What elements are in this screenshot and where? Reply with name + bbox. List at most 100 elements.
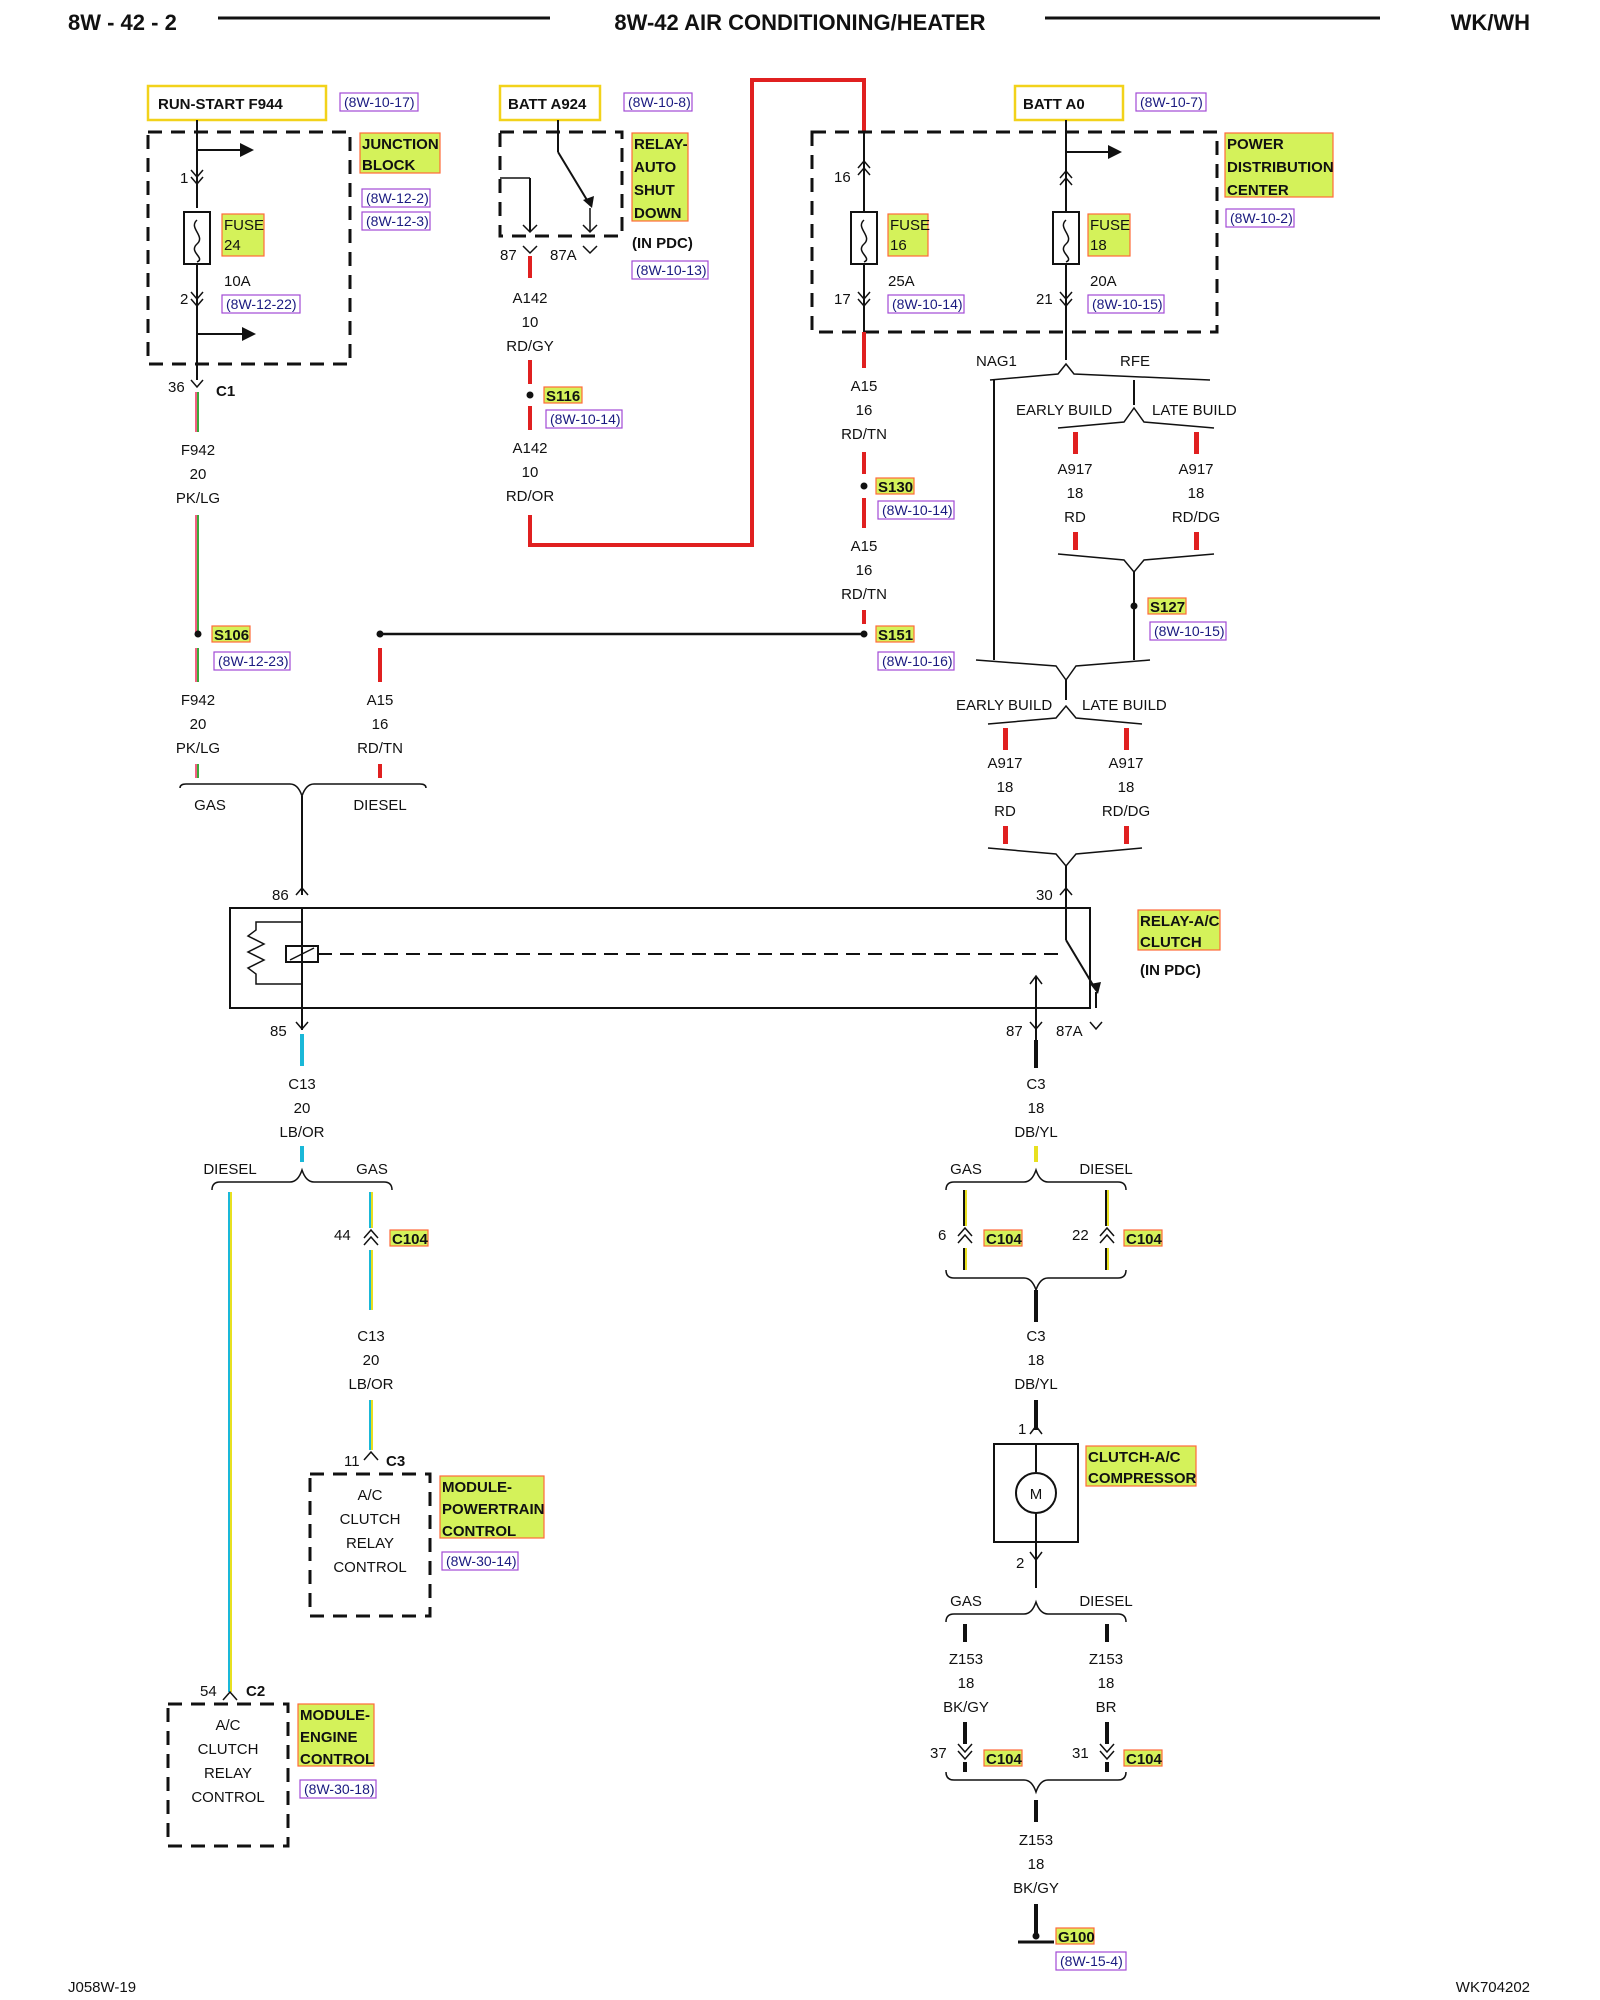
c3-b-color: DB/YL bbox=[1014, 1376, 1057, 1393]
gnd-diesel-label: DIESEL bbox=[1079, 1593, 1132, 1610]
fuse-16-body bbox=[850, 211, 878, 265]
asd-title1: RELAY- bbox=[634, 136, 688, 153]
c3-wire-mid bbox=[1034, 1290, 1038, 1322]
fuse-16-rating: 25A bbox=[888, 273, 915, 290]
pdc-ref: (8W-10-2) bbox=[1230, 210, 1293, 226]
a142-wire-upper bbox=[528, 360, 532, 384]
z153-gnd-wire bbox=[1034, 1800, 1038, 1822]
c104-22-chevron bbox=[1099, 1226, 1115, 1244]
c3-gas-wire-d bbox=[965, 1248, 967, 1270]
a15-b-color: RD/TN bbox=[841, 586, 887, 603]
a917-1-gauge: 18 bbox=[1067, 485, 1084, 502]
asd-switch-arm bbox=[557, 151, 591, 206]
compressor-title2: COMPRESSOR bbox=[1088, 1470, 1197, 1487]
ecm-l2: CLUTCH bbox=[198, 1741, 259, 1758]
g100-name: G100 bbox=[1058, 1929, 1095, 1946]
a917-1-color: RD bbox=[1064, 509, 1086, 526]
asd-ref-box bbox=[631, 260, 709, 280]
pcm-ref: (8W-30-14) bbox=[446, 1553, 517, 1569]
batt-a0-ref: (8W-10-7) bbox=[1140, 94, 1203, 110]
z153-gnd-gauge: 18 bbox=[1028, 1856, 1045, 1873]
a15-a-gauge: 16 bbox=[856, 402, 873, 419]
c13-b-color: LB/OR bbox=[348, 1376, 393, 1393]
s151-highlight bbox=[875, 625, 915, 643]
a15-c-color: RD/TN bbox=[357, 740, 403, 757]
a142-b-color: RD/OR bbox=[506, 488, 555, 505]
run-start-ref: (8W-10-17) bbox=[344, 94, 415, 110]
c1-chevron bbox=[190, 379, 204, 389]
c104-6-name: C104 bbox=[986, 1231, 1023, 1248]
f942-a-gauge: 20 bbox=[190, 466, 207, 483]
s127-dot bbox=[1130, 602, 1138, 610]
a917-3-circuit: A917 bbox=[987, 755, 1022, 772]
a917-2-gauge: 18 bbox=[1188, 485, 1205, 502]
a15-b-gauge: 16 bbox=[856, 562, 873, 579]
jb-pin1-chevron bbox=[190, 169, 204, 186]
a917-2-color: RD/DG bbox=[1172, 509, 1220, 526]
s127-name: S127 bbox=[1150, 599, 1185, 616]
s127-ref-box bbox=[1149, 621, 1227, 641]
s116-dot bbox=[526, 391, 534, 399]
c13-wire-top bbox=[300, 1034, 304, 1066]
c3-wire-stub bbox=[1034, 1146, 1038, 1162]
asd-ref: (8W-10-13) bbox=[636, 262, 707, 278]
z153-gnd-wire-b bbox=[1034, 1904, 1038, 1934]
asd-title4: DOWN bbox=[634, 205, 682, 222]
a15-c-gauge: 16 bbox=[372, 716, 389, 733]
jb-arrow-bottom bbox=[242, 327, 256, 341]
c13-a-gauge: 20 bbox=[294, 1100, 311, 1117]
a917-3-wire bbox=[1003, 728, 1008, 750]
rfe-label: RFE bbox=[1120, 353, 1150, 370]
junction-block-title-highlight bbox=[359, 132, 441, 174]
ecm-ref: (8W-30-18) bbox=[304, 1781, 375, 1797]
c104-6-highlight bbox=[983, 1229, 1023, 1247]
c13-diesel-gas-brace bbox=[211, 1167, 393, 1191]
fuse-16-ref: (8W-10-14) bbox=[892, 296, 963, 312]
c3-gas-wire-c bbox=[963, 1248, 965, 1270]
pdc-fb-out-pin: 21 bbox=[1036, 291, 1053, 308]
s116-highlight bbox=[543, 386, 583, 404]
z153-diesel-wire-c bbox=[1105, 1762, 1109, 1772]
c104-37-highlight bbox=[983, 1749, 1023, 1767]
fuse-18-ref: (8W-10-15) bbox=[1092, 296, 1163, 312]
f942-wire-mid-a bbox=[195, 515, 197, 633]
batt-a924-ref-box bbox=[623, 92, 693, 112]
pdc-title-highlight bbox=[1224, 132, 1334, 198]
relay-pin86: 86 bbox=[272, 887, 289, 904]
c104-31-chevron bbox=[1099, 1743, 1115, 1761]
pcm-l4: CONTROL bbox=[333, 1559, 406, 1576]
c13-diesel-wire-b bbox=[230, 1192, 232, 1692]
f942-wire-top-b bbox=[197, 392, 199, 432]
a142-wire-lower bbox=[528, 406, 532, 430]
c3-diesel-wire-c bbox=[1105, 1248, 1107, 1270]
c3-b-gauge: 18 bbox=[1028, 1352, 1045, 1369]
fuse-18-l1: FUSE bbox=[1090, 217, 1130, 234]
fuse-24-rating: 10A bbox=[224, 273, 251, 290]
junction-block-outline bbox=[146, 130, 352, 366]
c104-pin37: 37 bbox=[930, 1745, 947, 1762]
c13-b-gauge: 20 bbox=[363, 1352, 380, 1369]
nag-rfe-join bbox=[975, 659, 1151, 682]
c3-a-circuit: C3 bbox=[1026, 1076, 1045, 1093]
fuse-18-rating: 20A bbox=[1090, 273, 1117, 290]
c104-pin6: 6 bbox=[938, 1227, 946, 1244]
fuse-16-l1: FUSE bbox=[890, 217, 930, 234]
c13-gas-wire-d bbox=[371, 1250, 373, 1310]
ecm-l3: RELAY bbox=[204, 1765, 252, 1782]
pcm-pin-chevron bbox=[363, 1450, 379, 1461]
ecm-title2: ENGINE bbox=[300, 1729, 358, 1746]
c13-diesel-wire-a bbox=[228, 1192, 230, 1692]
s151-ref-box bbox=[877, 651, 955, 671]
junction-block-ref1: (8W-12-2) bbox=[366, 190, 429, 206]
c3-gas-wire-a bbox=[963, 1190, 965, 1226]
s151-name: S151 bbox=[878, 627, 913, 644]
s106-ref: (8W-12-23) bbox=[218, 653, 289, 669]
z153-gas-wire-c bbox=[963, 1762, 967, 1772]
compressor-title-highlight bbox=[1085, 1445, 1197, 1487]
pin30-chevron bbox=[1059, 886, 1073, 896]
fuse-24-highlight bbox=[221, 213, 265, 257]
a917-4-wire-b bbox=[1124, 826, 1129, 844]
f942-a-color: PK/LG bbox=[176, 490, 220, 507]
c104-44-name: C104 bbox=[392, 1231, 429, 1248]
pin86-chevron bbox=[295, 886, 309, 896]
